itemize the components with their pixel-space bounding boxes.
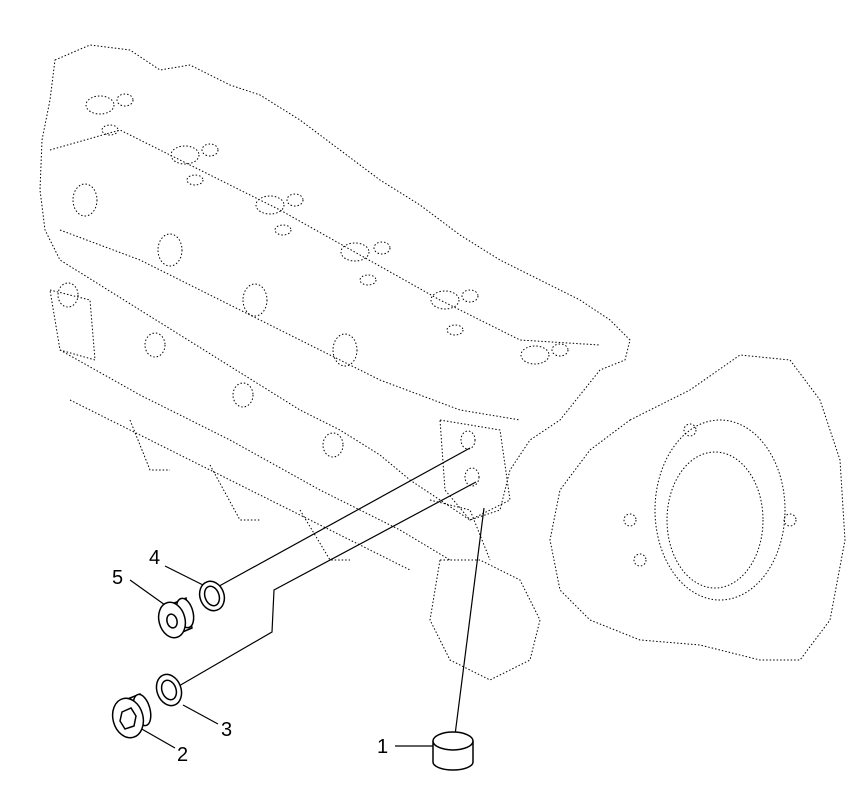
part-3-o-ring [155,673,183,707]
flywheel-housing-outline [549,354,846,661]
leader-line-3 [171,481,477,691]
cylinder-head-outline [39,44,631,521]
callout-label-2: 2 [177,744,189,766]
callout-tick-3 [182,704,219,725]
part-1-cap [432,731,474,771]
engine-block-illustration [39,44,846,681]
part-4-o-ring [198,580,226,612]
part-5-plug [157,596,195,639]
leader-line-1 [454,507,485,736]
part-2-plug [111,693,152,739]
callout-label-5: 5 [112,567,124,589]
callout-label-1: 1 [377,736,389,758]
callout-tick-5 [129,579,166,606]
leader-lines [129,447,485,749]
leader-line-4 [211,447,471,591]
callout-label-4: 4 [149,547,161,569]
callout-tick-4 [164,565,204,586]
callout-label-3: 3 [221,719,233,741]
callout-tick-2 [139,727,176,749]
